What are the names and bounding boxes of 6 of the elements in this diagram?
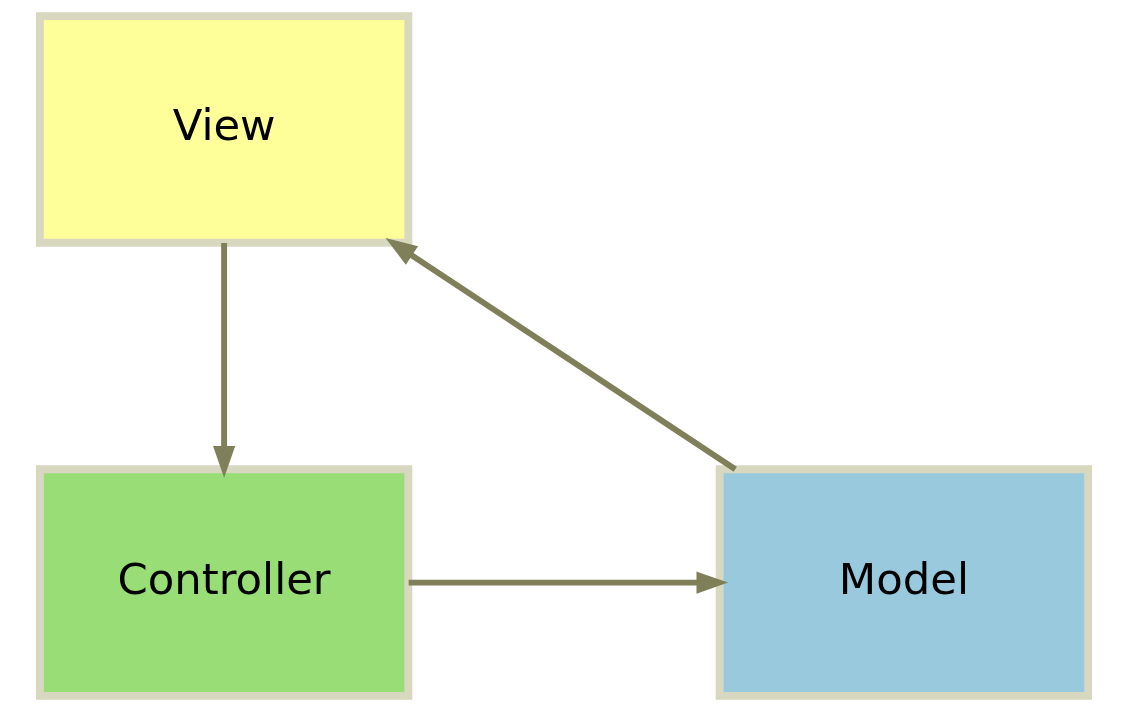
arrow bbox=[385, 238, 737, 472]
node-box: View bbox=[35, 12, 413, 247]
arrow bbox=[408, 571, 729, 594]
node-box: Model bbox=[715, 465, 1093, 700]
arrow bbox=[213, 243, 236, 478]
node-box: Controller bbox=[35, 465, 413, 700]
